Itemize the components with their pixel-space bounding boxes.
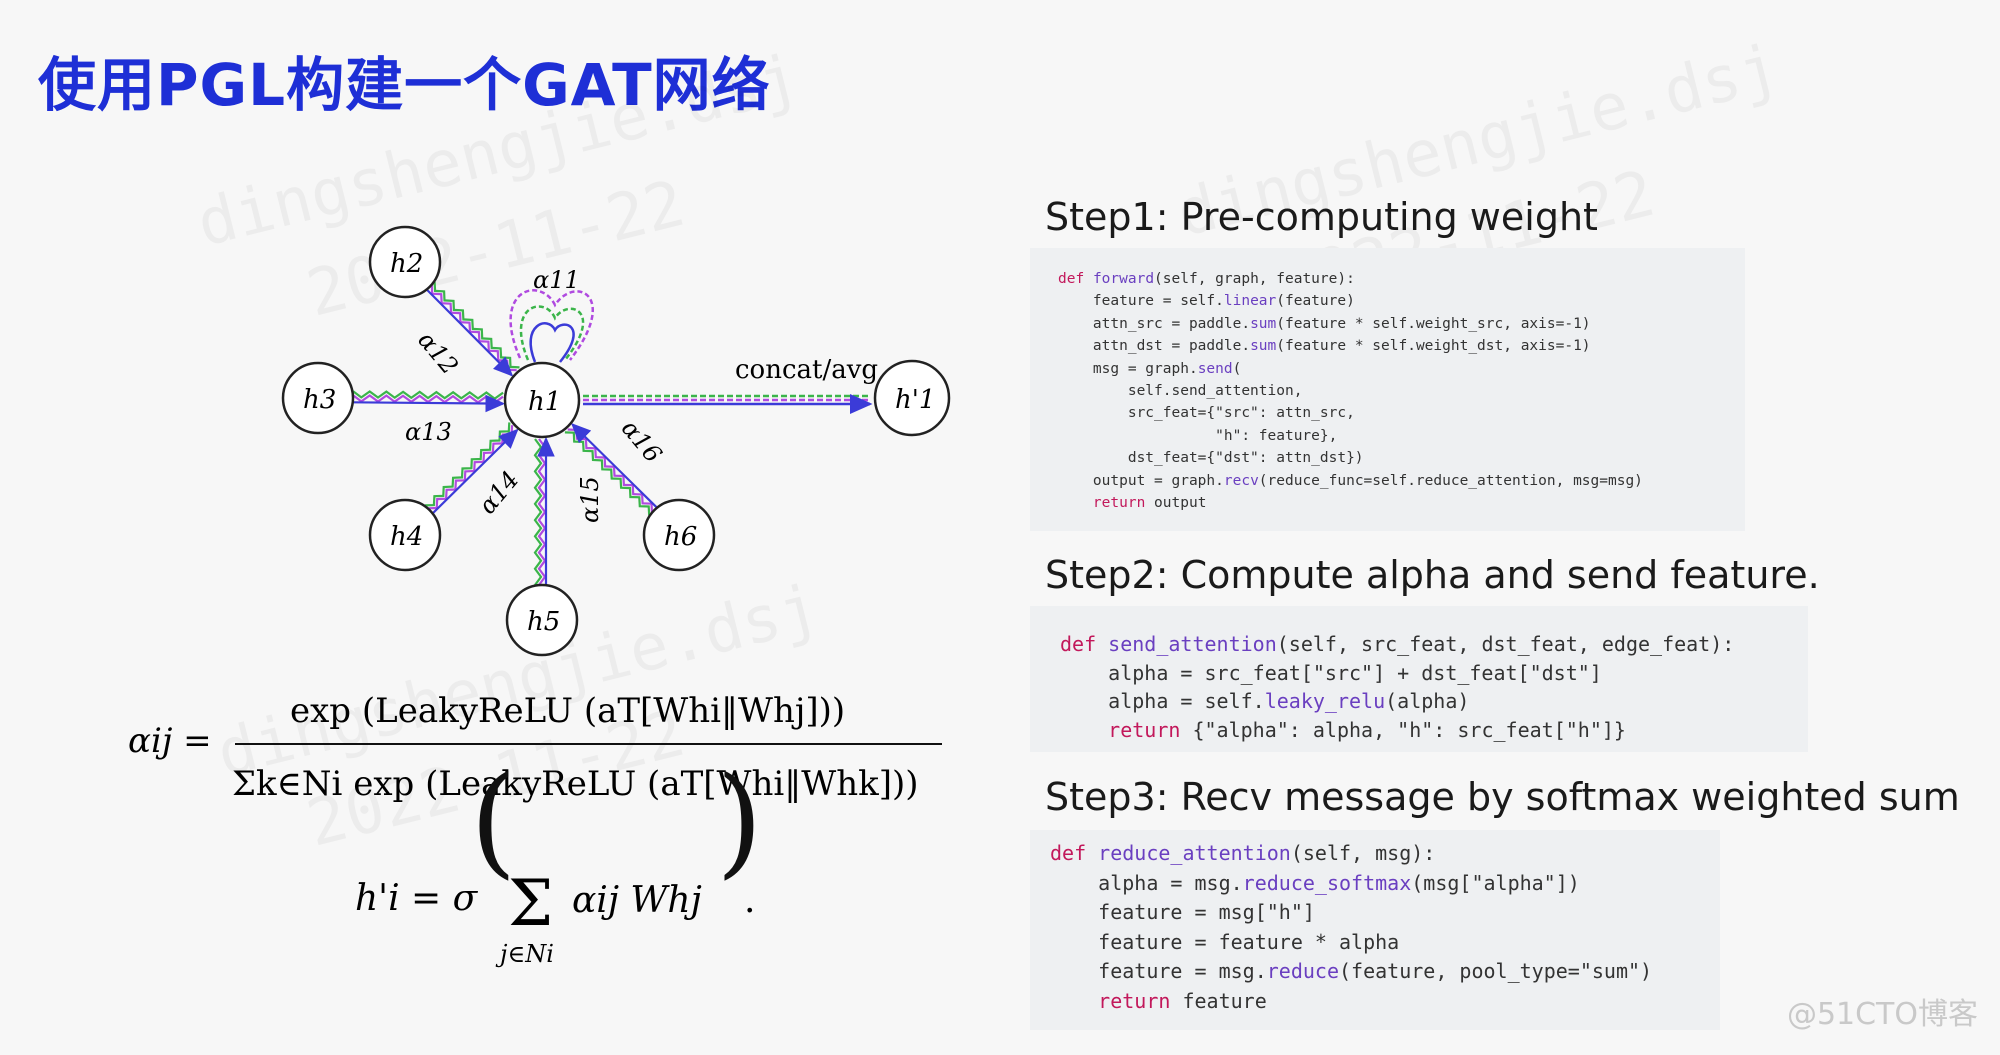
node-h4-label: h4	[390, 522, 423, 552]
code-line: dst_feat={"dst": attn_dst})	[1058, 450, 1364, 467]
node-h2-label: h2	[390, 249, 423, 279]
node-output: h'1	[873, 359, 951, 437]
code-line: return {"alpha": alpha, "h": src_feat["h…	[1108, 717, 1626, 742]
node-h2: h2	[368, 225, 442, 299]
edge-h5-to-h1	[533, 438, 543, 586]
node-h5: h5	[505, 583, 579, 657]
code-line: return output	[1092, 495, 1207, 512]
formula-alpha-denominator: Σk∈Ni exp (LeakyReLU (aT[Whi‖Whk]))	[232, 764, 919, 804]
code-line: feature = self.linear(feature)	[1058, 293, 1355, 310]
code-line: attn_src = paddle.sum(feature * self.wei…	[1058, 315, 1591, 332]
output-label: concat/avg	[735, 355, 878, 385]
edge-label-a12: α12	[412, 326, 463, 380]
step3-heading: Step3: Recv message by softmax weighted …	[1045, 775, 1960, 819]
code-line: def forward(self, graph, feature):	[1058, 271, 1355, 287]
node-h1: h1	[503, 361, 581, 439]
code-line: "h": feature},	[1058, 427, 1338, 444]
step2-code-block: def send_attention(self, src_feat, dst_f…	[1030, 606, 1808, 752]
node-h6: h6	[642, 498, 716, 572]
code-line: alpha = src_feat["src"] + dst_feat["dst"…	[1060, 660, 1602, 685]
node-h6-label: h6	[664, 522, 697, 552]
svg-text:): )	[716, 752, 763, 891]
gat-attention-diagram: h1 h2 h3 h4 h5 h6 h'1 α11 α12 α13 α14 α1…	[281, 225, 951, 657]
formula-h-end: .	[744, 880, 755, 921]
footer-watermark: @51CTO博客	[1786, 997, 1978, 1032]
formula-alpha-numerator: exp (LeakyReLU (aT[Whi‖Whj]))	[290, 691, 845, 731]
formula-h-lhs: h'i = σ	[355, 878, 479, 919]
code-line: feature = msg["h"]	[1050, 900, 1315, 925]
node-h1-label: h1	[528, 387, 561, 417]
edge-label-a16: α16	[616, 414, 667, 468]
code-line: feature = msg.reduce(feature, pool_type=…	[1050, 959, 1653, 984]
code-line: feature = feature * alpha	[1050, 929, 1400, 954]
edge-group	[352, 281, 658, 586]
formula-h-subscript: j∈Ni	[495, 940, 554, 968]
edge-label-a14: α14	[473, 466, 524, 520]
node-h4: h4	[368, 498, 442, 572]
edge-label-a15: α15	[576, 476, 604, 523]
step1-code-block: def forward(self, graph, feature): featu…	[1030, 248, 1745, 531]
code-line: def send_attention(self, src_feat, dst_f…	[1060, 632, 1735, 656]
code-line: msg = graph.send(	[1058, 360, 1242, 377]
formula-h-body: αij Whj	[572, 880, 702, 921]
edge-h3-to-h1	[352, 394, 506, 413]
edge-label-a13: α13	[405, 418, 452, 446]
node-h3-label: h3	[303, 385, 336, 415]
code-line: output = graph.recv(reduce_func=self.red…	[1058, 472, 1643, 489]
code-line: alpha = self.leaky_relu(alpha)	[1060, 689, 1470, 713]
step1-heading: Step1: Pre-computing weight	[1045, 195, 1598, 239]
formula-alpha-lhs: αij =	[128, 721, 212, 761]
node-h3: h3	[281, 361, 355, 435]
step3-code-block: def reduce_attention(self, msg): alpha =…	[1030, 830, 1720, 1030]
node-h5-label: h5	[527, 607, 560, 637]
code-line: alpha = msg.reduce_softmax(msg["alpha"])	[1050, 870, 1580, 895]
code-line: return feature	[1098, 988, 1267, 1013]
code-line: src_feat={"src": attn_src,	[1058, 405, 1355, 422]
code-line: attn_dst = paddle.sum(feature * self.wei…	[1058, 338, 1591, 355]
code-line: self.send_attention,	[1058, 383, 1303, 400]
attention-formula: αij = exp (LeakyReLU (aT[Whi‖Whj])) Σk∈N…	[128, 691, 942, 968]
step2-heading: Step2: Compute alpha and send feature.	[1045, 553, 1820, 597]
edge-h2-to-h1	[426, 288, 514, 377]
edge-h6-to-h1	[571, 422, 658, 509]
svg-text:(: (	[470, 752, 517, 891]
page-title: 使用PGL构建一个GAT网络	[38, 51, 771, 119]
node-output-label: h'1	[895, 385, 935, 415]
formula-h-sum: Σ	[508, 867, 553, 941]
output-edge	[583, 394, 873, 414]
edge-h4-to-h1	[431, 428, 519, 515]
edge-h3-to-h1	[352, 390, 504, 400]
edge-label-a11: α11	[533, 266, 580, 294]
code-line: def reduce_attention(self, msg):	[1050, 841, 1436, 865]
self-loop-edge	[509, 289, 594, 363]
